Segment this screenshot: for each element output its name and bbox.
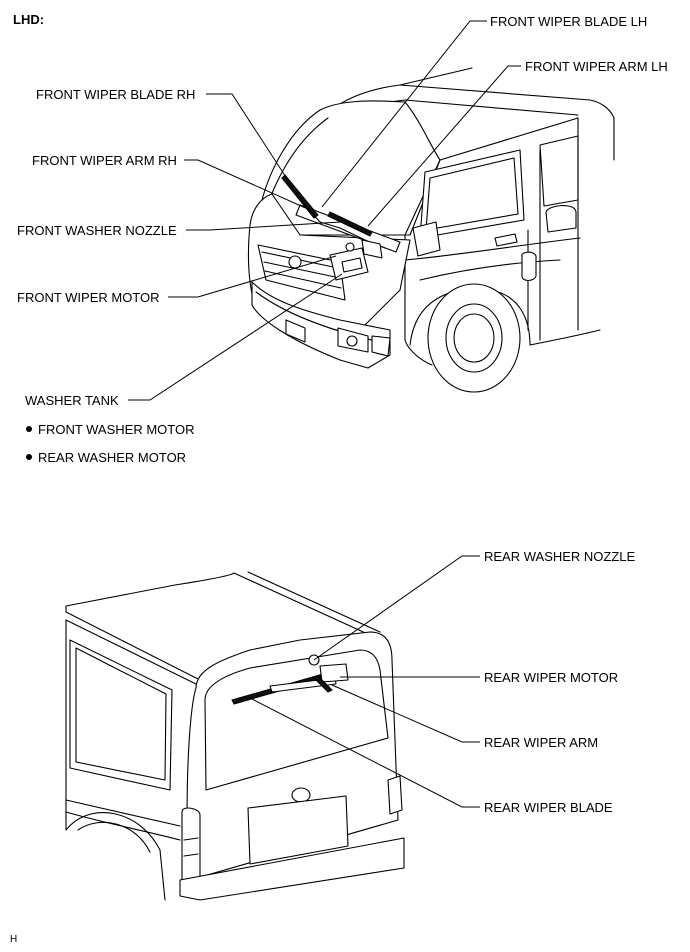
- bullet-icon: [26, 426, 32, 432]
- label-front-wiper-blade-rh: FRONT WIPER BLADE RH: [36, 87, 196, 102]
- label-front-wiper-motor: FRONT WIPER MOTOR: [17, 290, 160, 305]
- washer-tank-item: REAR WASHER MOTOR: [26, 450, 186, 465]
- label-rear-wiper-motor: REAR WIPER MOTOR: [484, 670, 619, 685]
- washer-tank-item-label: REAR WASHER MOTOR: [38, 450, 187, 465]
- bullet-icon: [26, 454, 32, 460]
- label-washer-tank: WASHER TANK: [25, 393, 119, 408]
- label-front-washer-nozzle: FRONT WASHER NOZZLE: [17, 223, 177, 238]
- label-rear-wiper-blade: REAR WIPER BLADE: [484, 800, 613, 815]
- label-front-wiper-arm-lh: FRONT WIPER ARM LH: [525, 59, 668, 74]
- label-rear-wiper-arm: REAR WIPER ARM: [484, 735, 599, 750]
- label-front-wiper-blade-lh: FRONT WIPER BLADE LH: [490, 14, 648, 29]
- label-front-wiper-arm-rh: FRONT WIPER ARM RH: [32, 153, 177, 168]
- figure-code: H: [10, 934, 18, 945]
- washer-tank-item-label: FRONT WASHER MOTOR: [38, 422, 195, 437]
- region-header: LHD:: [13, 12, 45, 27]
- washer-tank-item: FRONT WASHER MOTOR: [26, 422, 194, 437]
- label-rear-washer-nozzle: REAR WASHER NOZZLE: [484, 549, 636, 564]
